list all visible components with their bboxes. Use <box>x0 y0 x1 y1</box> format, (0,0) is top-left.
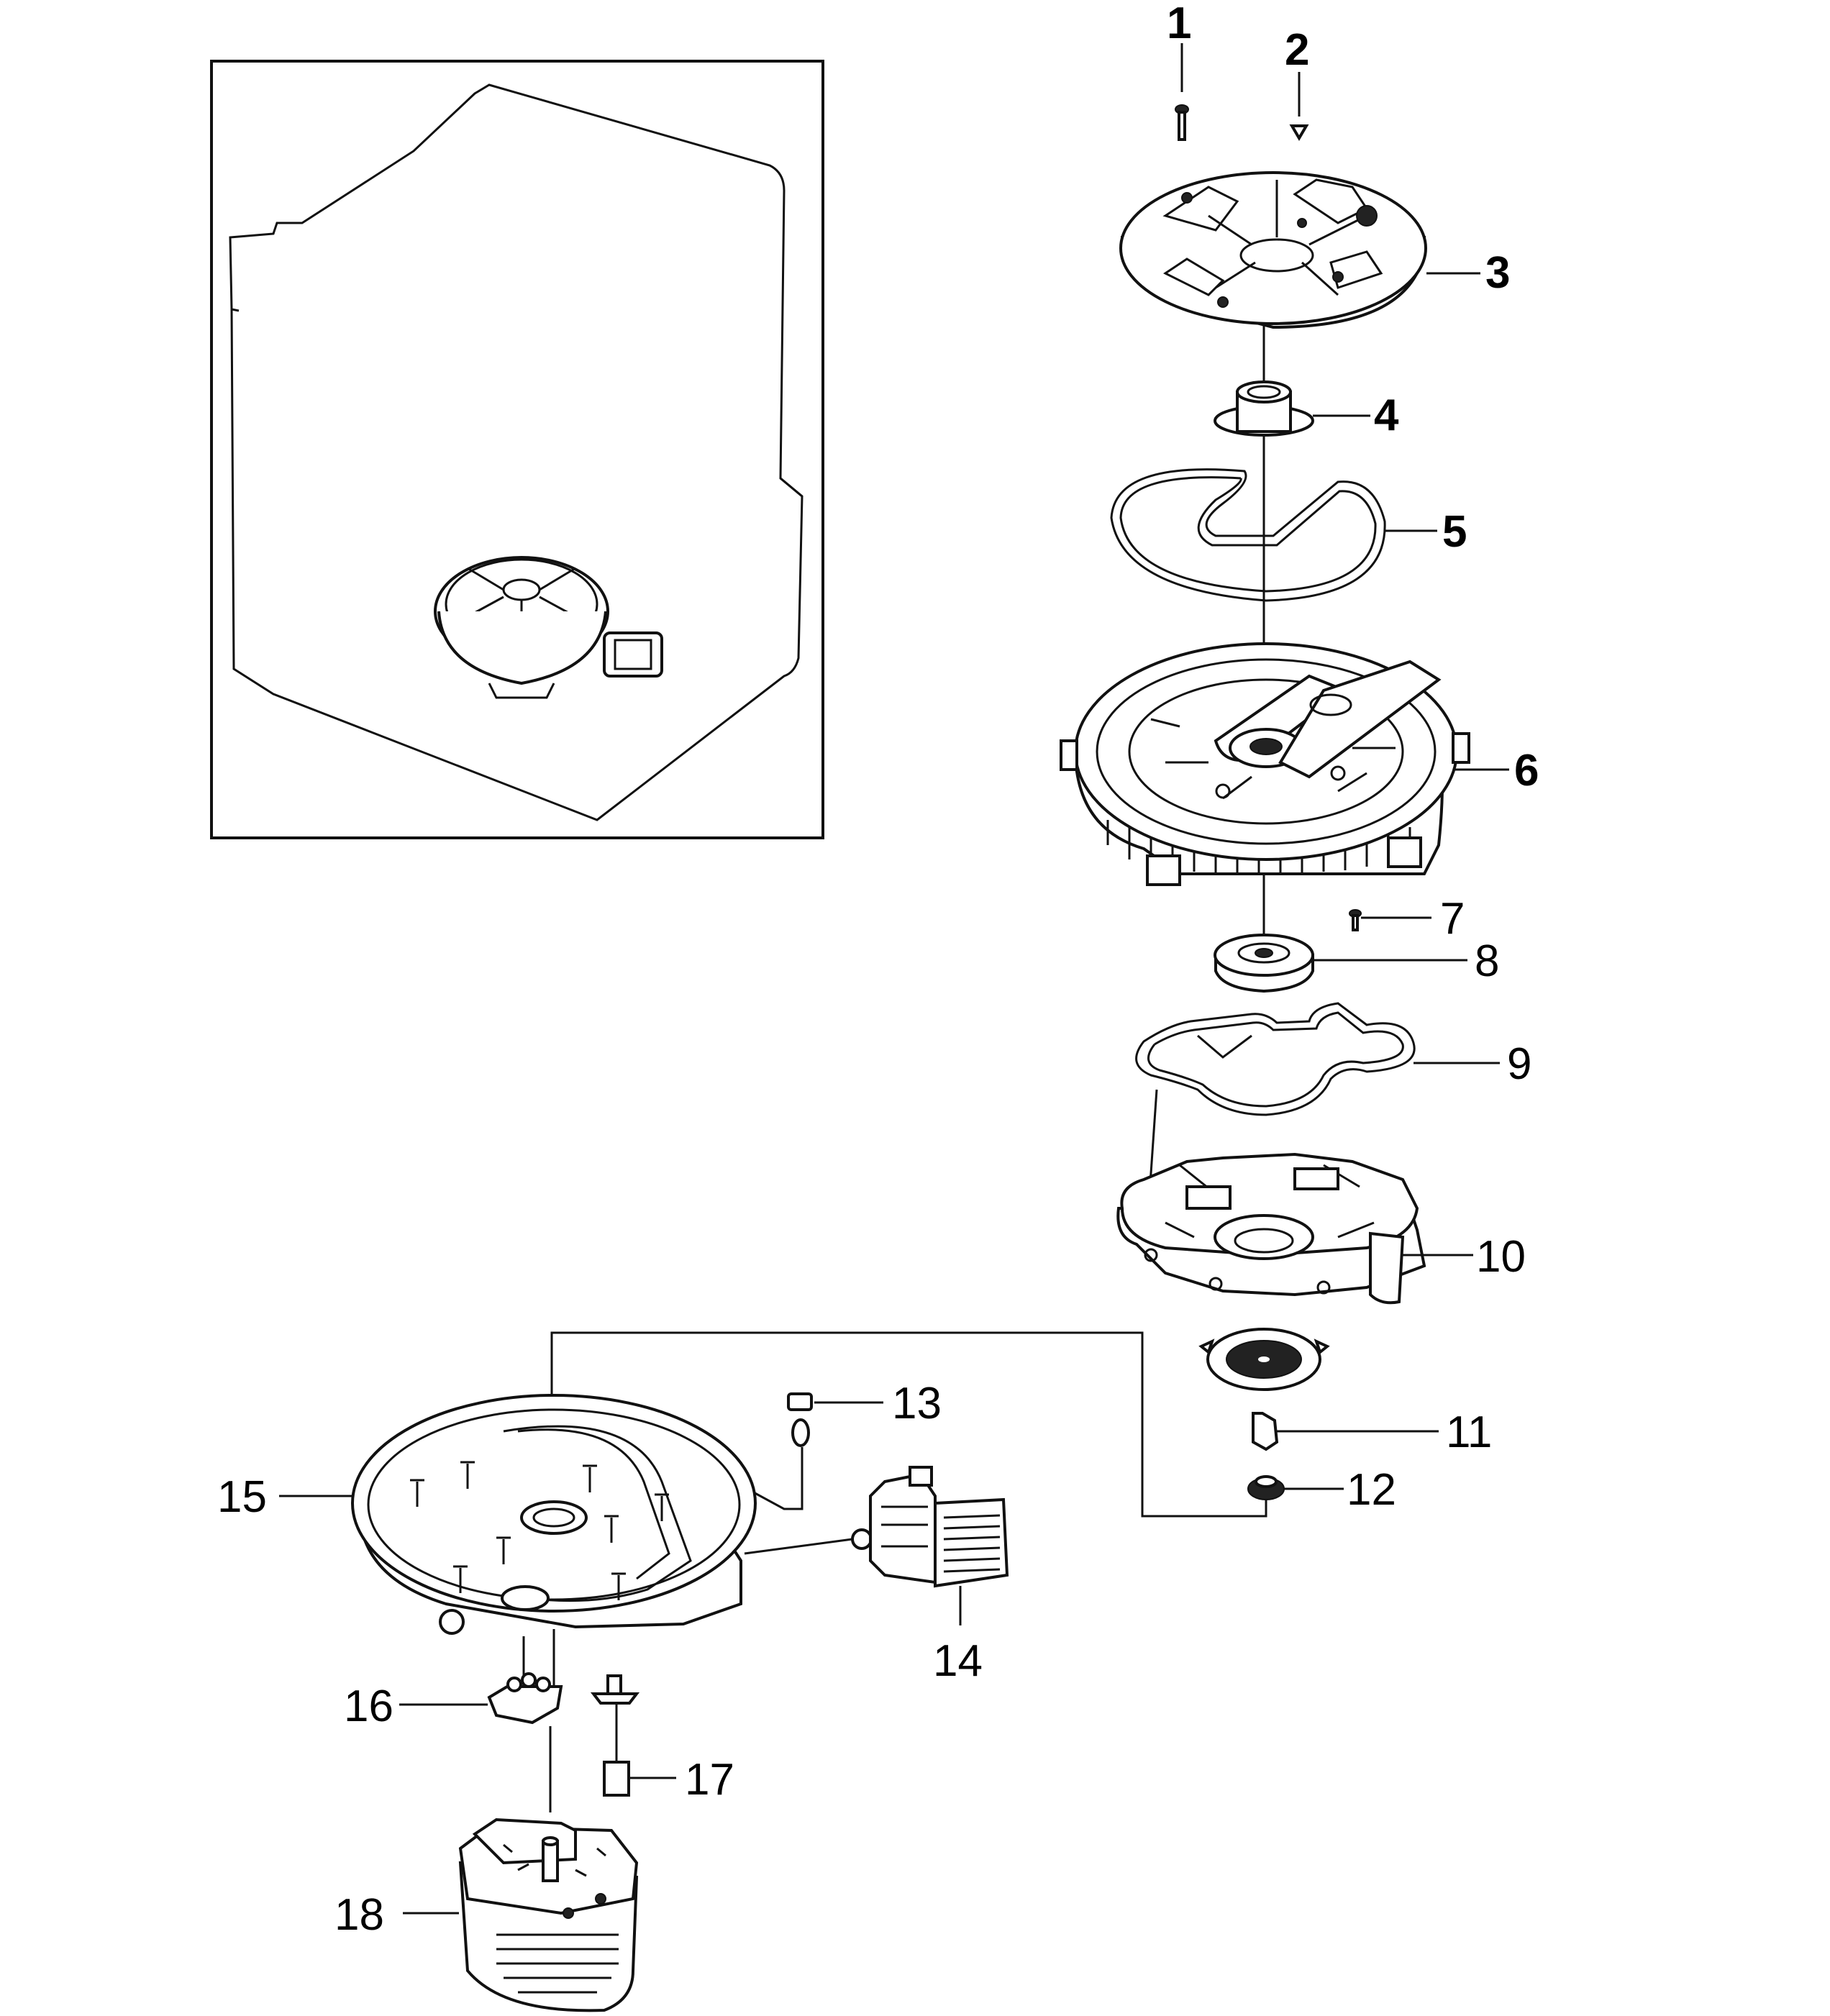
label-8: 8 <box>1475 936 1499 986</box>
part-15-sump-base: 15 <box>217 1394 757 1635</box>
label-15: 15 <box>217 1472 267 1522</box>
part-5-gasket: 5 <box>1110 468 1467 602</box>
label-13: 13 <box>892 1379 942 1428</box>
label-10: 10 <box>1476 1232 1526 1282</box>
label-11: 11 <box>1446 1408 1492 1457</box>
label-17: 17 <box>685 1755 734 1805</box>
label-3: 3 <box>1485 248 1510 298</box>
label-6: 6 <box>1514 746 1539 795</box>
part-10-sump-housing: 10 <box>1116 1089 1526 1305</box>
part-12-grommet: 12 <box>1247 1465 1396 1515</box>
part-8-impeller: 8 <box>1214 934 1499 993</box>
part-16-sensor: 16 <box>344 1629 563 1731</box>
label-1: 1 <box>1167 0 1191 48</box>
label-18: 18 <box>334 1890 384 1940</box>
part-6-upper-housing: 6 <box>1060 642 1539 886</box>
part-9-gasket: 9 <box>1135 1002 1531 1116</box>
label-2: 2 <box>1285 25 1309 75</box>
part-4-bearing: 4 <box>1214 380 1399 440</box>
label-12: 12 <box>1347 1465 1396 1515</box>
label-7: 7 <box>1440 894 1465 944</box>
label-5: 5 <box>1442 507 1467 557</box>
part-13-clip: 13 <box>733 1379 942 1510</box>
label-9: 9 <box>1507 1039 1531 1089</box>
part-18-wash-motor: 18 <box>334 1726 639 2012</box>
part-17-heater-thermistor: 17 <box>590 1674 734 1805</box>
part-14-drain-pump: 14 <box>744 1466 1009 1686</box>
filter-disc <box>1198 1328 1330 1391</box>
part-7-screw: 7 <box>1349 894 1465 944</box>
part-1-screw: 1 <box>1167 0 1191 141</box>
part-11-fitting: 11 <box>1252 1408 1492 1457</box>
inset-sump-assembly <box>434 556 663 699</box>
inset-location-view <box>210 60 824 839</box>
part-2-screw: 2 <box>1285 25 1309 141</box>
label-16: 16 <box>344 1682 393 1731</box>
label-14: 14 <box>933 1636 983 1686</box>
part-3-cover-plate: 3 <box>1119 171 1510 329</box>
label-4: 4 <box>1374 391 1399 440</box>
